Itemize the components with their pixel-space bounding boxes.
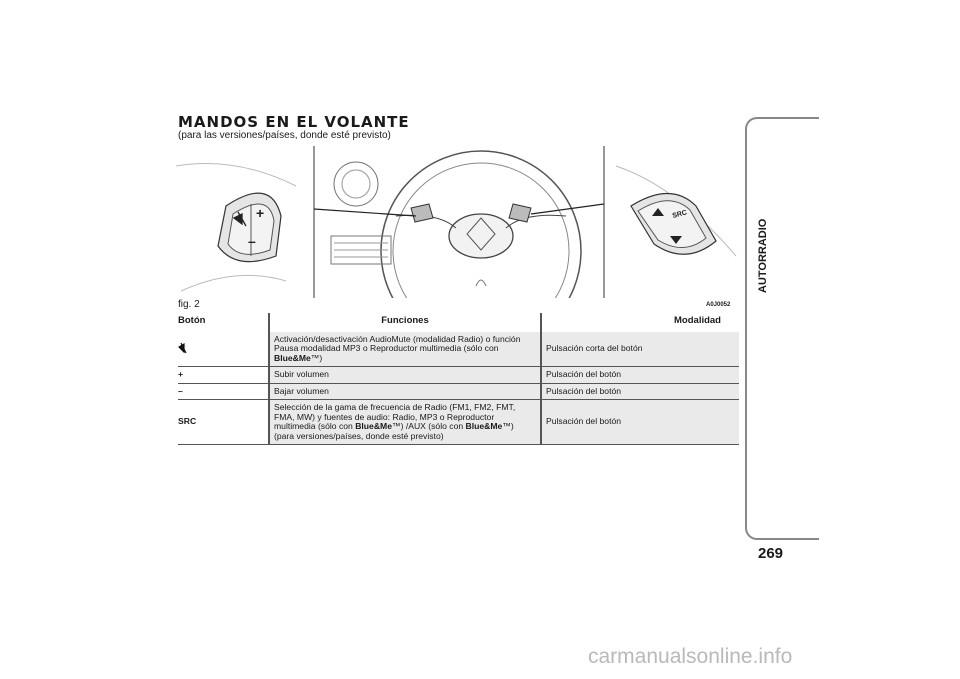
table-row: Activación/desactivación AudioMute (moda… bbox=[178, 332, 739, 368]
section-subtitle: (para las versiones/países, donde esté p… bbox=[178, 130, 391, 141]
button-cell bbox=[178, 332, 269, 368]
steering-wheel-illustration: + – SRC bbox=[176, 146, 737, 298]
right-control-pad: SRC bbox=[615, 165, 737, 257]
function-cell: Subir volumen bbox=[268, 366, 541, 384]
mode-cell: Pulsación del botón bbox=[540, 366, 739, 384]
button-cell: – bbox=[178, 383, 269, 401]
function-cell: Selección de la gama de frecuencia de Ra… bbox=[268, 399, 541, 446]
page-number: 269 bbox=[758, 545, 784, 562]
table-row: + Subir volumen Pulsación del botón bbox=[178, 366, 739, 384]
steering-wheel-center bbox=[313, 146, 605, 298]
section-title: MANDOS EN EL VOLANTE bbox=[178, 113, 410, 131]
src-label: SRC bbox=[672, 209, 688, 220]
header-funciones: Funciones bbox=[268, 313, 541, 332]
table-header-row: Botón Funciones Modalidad bbox=[178, 313, 739, 332]
chapter-label: AUTORRADIO bbox=[757, 218, 769, 293]
minus-symbol: – bbox=[248, 233, 256, 249]
mode-cell: Pulsación del botón bbox=[540, 399, 739, 446]
button-cell: SRC bbox=[178, 399, 269, 446]
button-cell: + bbox=[178, 366, 269, 384]
function-cell: Bajar volumen bbox=[268, 383, 541, 401]
mode-cell: Pulsación corta del botón bbox=[540, 332, 739, 368]
table-row: – Bajar volumen Pulsación del botón bbox=[178, 383, 739, 401]
mute-icon bbox=[178, 342, 187, 354]
mute-icon bbox=[232, 211, 247, 227]
mode-cell: Pulsación del botón bbox=[540, 383, 739, 401]
controls-table: Botón Funciones Modalidad Activación/des… bbox=[178, 313, 739, 446]
table-row: SRC Selección de la gama de frecuencia d… bbox=[178, 399, 739, 446]
function-cell: Activación/desactivación AudioMute (moda… bbox=[268, 332, 541, 368]
up-arrow-icon bbox=[652, 208, 664, 216]
down-arrow-icon bbox=[670, 236, 682, 244]
watermark: carmanualsonline.info bbox=[588, 645, 793, 668]
header-modalidad: Modalidad bbox=[540, 313, 739, 332]
chapter-tab bbox=[745, 117, 819, 540]
left-control-pad: + – bbox=[217, 192, 282, 263]
figure-code: A0J0052 bbox=[706, 302, 731, 308]
figure-label: fig. 2 bbox=[178, 299, 200, 310]
header-boton: Botón bbox=[178, 315, 206, 326]
plus-symbol: + bbox=[256, 205, 264, 221]
